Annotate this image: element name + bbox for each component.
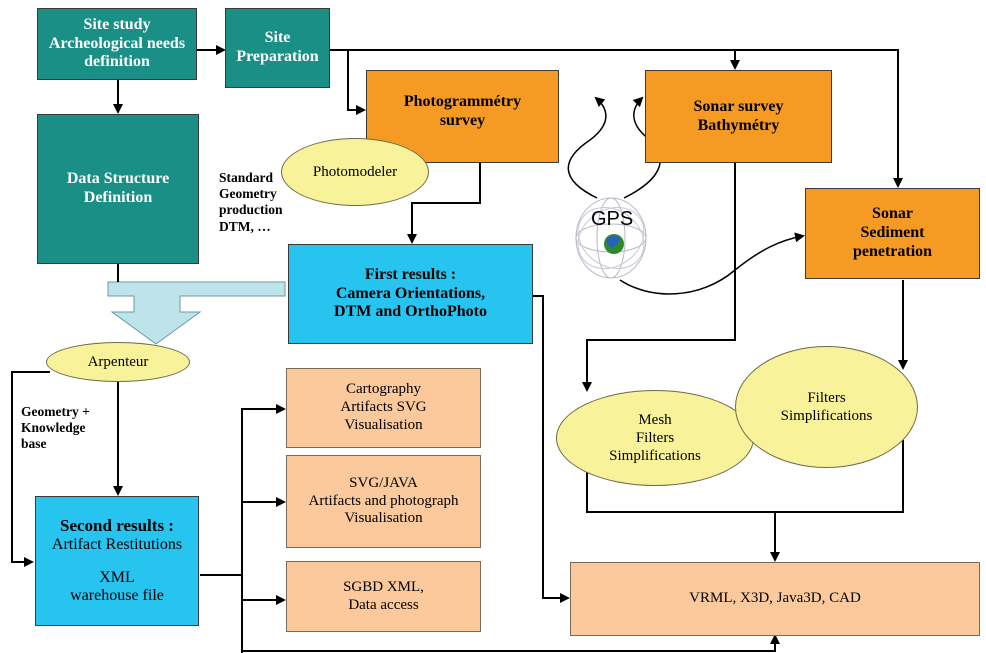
cartography-line-2: Artifacts SVG (340, 399, 427, 416)
site-study-line-2: Archeological needs (48, 34, 186, 52)
gps-globe-icon (575, 197, 647, 279)
sgbd-line-1: SGBD XML, (343, 578, 424, 595)
cartography-line-1: Cartography (346, 381, 421, 398)
standard-line-3: production (219, 202, 283, 218)
geometry-kb-line-2: Knowledge (21, 420, 86, 436)
second-results-line-2: XML (99, 568, 135, 586)
filters-line-1: Filters (807, 390, 846, 406)
svg-java-line-2: Artifacts and photograph (308, 492, 459, 509)
data-structure-box: Data Structure Definition (37, 114, 199, 264)
svg-java-box: SVG/JAVA Artifacts and photograph Visual… (286, 455, 481, 548)
sgbd-box: SGBD XML, Data access (286, 561, 481, 632)
first-results-line-2: Camera Orientations, (335, 284, 486, 302)
data-structure-line-1: Data Structure (66, 170, 170, 188)
second-results-line-3: warehouse file (70, 587, 164, 605)
site-prep-line-2: Preparation (236, 48, 319, 65)
site-study-line-1: Site study (83, 15, 151, 33)
mesh-line-3: Simplifications (609, 448, 701, 464)
first-results-box: First results : Camera Orientations, DTM… (288, 244, 533, 344)
sonar-survey-line-1: Sonar survey (693, 97, 784, 115)
svg-java-line-3: Visualisation (344, 510, 423, 527)
filters-ellipse: Filters Simplifications (735, 346, 918, 468)
standard-line-2: Geometry (219, 186, 277, 202)
second-results-title: Second results : (60, 515, 174, 535)
sgbd-line-2: Data access (348, 596, 419, 613)
site-study-line-3: definition (84, 53, 150, 71)
sonar-survey-line-2: Bathymétry (697, 116, 780, 134)
sonar-sediment-line-1: Sonar (872, 205, 913, 223)
sonar-sediment-box: Sonar Sediment penetration (805, 188, 980, 279)
site-study-box: Site study Archeological needs definitio… (37, 8, 197, 80)
site-prep-line-1: Site (264, 29, 291, 47)
data-structure-line-2: Definition (83, 189, 153, 206)
mesh-line-2: Filters (635, 430, 675, 446)
photomodeler-label: Photomodeler (312, 164, 398, 180)
vrml-box: VRML, X3D, Java3D, CAD (570, 562, 980, 636)
mesh-ellipse: Mesh Filters Simplifications (556, 390, 754, 486)
photogrammetry-line-2: survey (439, 111, 486, 129)
first-results-line-3: DTM and OrthoPhoto (334, 303, 487, 321)
standard-line-1: Standard (219, 170, 274, 185)
arpenteur-label: Arpenteur (87, 354, 149, 370)
sonar-sediment-line-3: penetration (852, 242, 933, 260)
geometry-kb-line-1: Geometry + (21, 404, 90, 419)
filters-line-2: Simplifications (780, 408, 873, 424)
big-flow-arrow (107, 281, 286, 345)
gps-label: GPS (591, 208, 634, 230)
photogrammetry-line-1: Photogrammétry (403, 93, 522, 110)
site-preparation-box: Site Preparation (225, 8, 330, 88)
standard-line-4: DTM, … (219, 218, 271, 234)
svg-java-line-1: SVG/JAVA (349, 474, 418, 491)
geometry-knowledge-label: Geometry + Knowledge base (21, 404, 90, 453)
geometry-kb-line-3: base (21, 436, 47, 452)
first-results-line-1: First results : (364, 265, 457, 283)
standard-geometry-label: Standard Geometry production DTM, … (219, 170, 283, 235)
second-results-line-1: Artifact Restitutions (51, 535, 183, 553)
sonar-survey-box: Sonar survey Bathymétry (645, 70, 832, 163)
sonar-sediment-line-2: Sediment (860, 224, 925, 242)
vrml-label: VRML, X3D, Java3D, CAD (689, 590, 861, 607)
cartography-line-3: Visualisation (344, 416, 423, 433)
arpenteur-ellipse: Arpenteur (46, 342, 190, 382)
mesh-line-1: Mesh (638, 412, 672, 428)
cartography-box: Cartography Artifacts SVG Visualisation (286, 368, 481, 448)
photomodeler-ellipse: Photomodeler (281, 138, 429, 206)
second-results-box: Second results : Artifact Restitutions X… (35, 496, 199, 626)
